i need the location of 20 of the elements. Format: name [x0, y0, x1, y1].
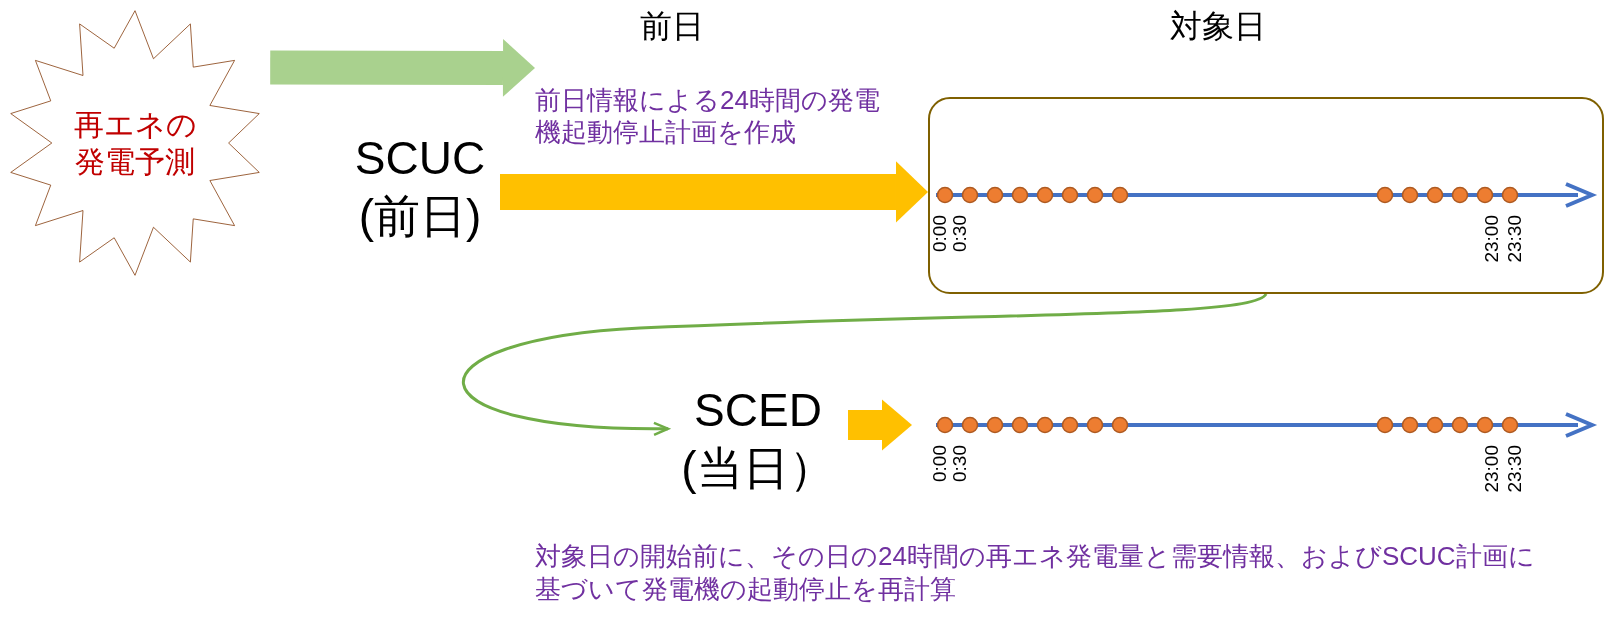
time-label: 0:30 — [950, 445, 969, 482]
time-label: 23:00 — [1482, 215, 1501, 263]
arrow — [270, 39, 535, 97]
arrow — [500, 161, 928, 223]
timeline-frame — [928, 97, 1604, 294]
arrow — [462, 292, 1267, 436]
time-label: 0:30 — [950, 215, 969, 252]
time-label: 23:30 — [1505, 215, 1524, 263]
time-label: 23:30 — [1505, 445, 1524, 493]
process-label: SCUC (前日) — [340, 125, 500, 250]
arrow — [847, 399, 912, 451]
note-text: 対象日の開始前に、その日の24時間の再エネ発電量と需要情報、およびSCUC計画に基づいて発電機の起動停止を再計算 — [535, 540, 1535, 605]
time-label: 0:00 — [930, 445, 949, 482]
column-heading: 前日 — [640, 7, 704, 46]
time-label: 0:00 — [930, 215, 949, 252]
forecast-text: 再エネの発電予測 — [72, 106, 198, 180]
time-label: 23:00 — [1482, 445, 1501, 493]
note-text: 前日情報による24時間の発電機起動停止計画を作成 — [535, 58, 885, 174]
column-heading: 対象日 — [1170, 7, 1266, 46]
process-label: SCED (当日） — [668, 372, 848, 507]
